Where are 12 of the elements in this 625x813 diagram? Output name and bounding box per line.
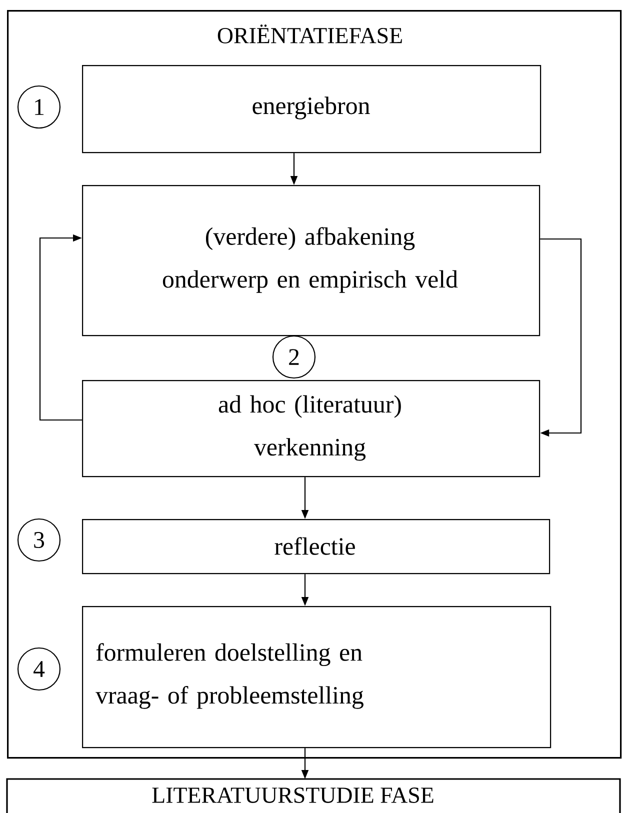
process-box: (verdere) afbakening onderwerp en empirisch veld	[82, 185, 540, 336]
feedback-arrow	[39, 234, 82, 421]
step-number: 1	[17, 85, 61, 129]
process-box: reflectie	[82, 519, 550, 574]
step-number: 2	[272, 335, 316, 379]
feedback-arrow	[540, 238, 582, 437]
process-box: formuleren doelstelling en vraag- of probleemstelling	[82, 606, 552, 748]
process-box: energiebron	[82, 65, 542, 154]
process-box: ad hoc (literatuur) verkenning	[82, 380, 540, 478]
step-number: 3	[17, 518, 61, 562]
phase-frame: LITERATUURSTUDIE FASE	[6, 778, 621, 813]
step-number: 4	[17, 647, 61, 691]
